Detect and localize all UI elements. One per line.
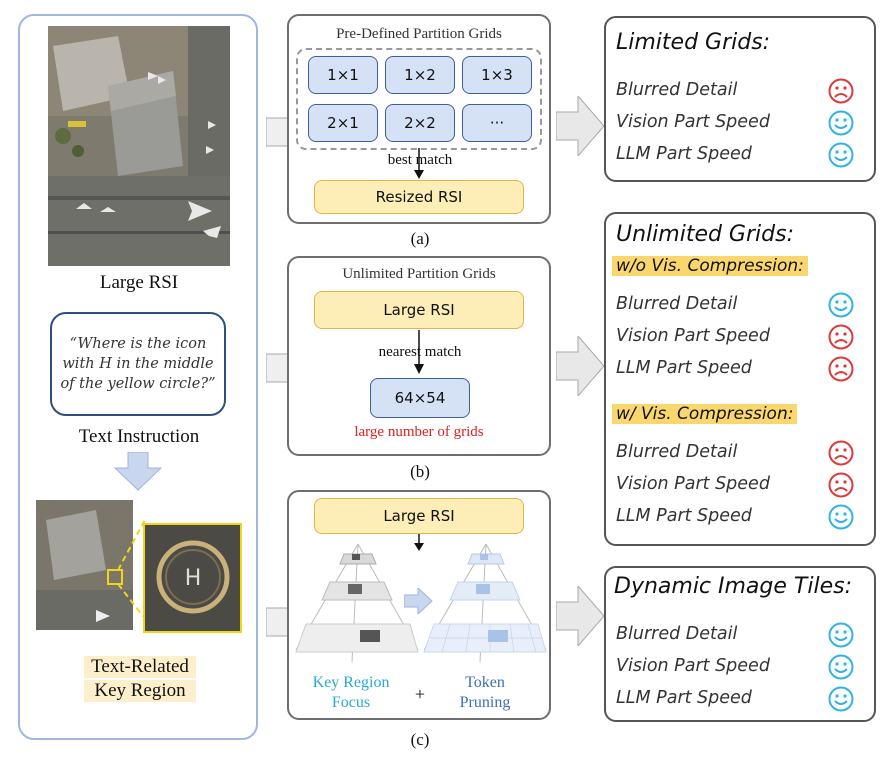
- panel-b-label: (b): [410, 462, 430, 481]
- panel-c-plus: +: [414, 684, 426, 704]
- arrow-to-result-c: [556, 586, 605, 646]
- panel-c-left-caption-line2: Focus: [331, 694, 371, 711]
- large-rsi-image: [48, 26, 230, 266]
- text-instruction-caption: Text Instruction: [78, 426, 200, 447]
- result-a-row-label: LLM Part Speed: [616, 144, 752, 164]
- sad-face-icon: [828, 324, 854, 355]
- panel-c-right-caption-line2: Pruning: [459, 694, 511, 711]
- token-pruning-pyramid: [423, 543, 547, 663]
- panel-c-right-caption-line1: Token: [465, 674, 505, 691]
- happy-face-icon: [828, 142, 854, 173]
- result-b-row-label: Blurred Detail: [616, 294, 738, 314]
- sad-face-icon: [828, 356, 854, 387]
- key-region-pyramid: [295, 543, 419, 663]
- result-c-title: Dynamic Image Tiles:: [614, 574, 852, 599]
- panel-a-match-label: best match: [387, 152, 453, 168]
- happy-face-icon: [828, 622, 854, 653]
- panel-b-match-label: nearest match: [378, 344, 462, 360]
- text-instruction-quote: “Where is the icon with H in the middle …: [50, 312, 226, 416]
- happy-face-icon: [828, 686, 854, 717]
- grid-cell-2x2: 2×2: [385, 104, 455, 142]
- grid-cell-1x2: 1×2: [385, 56, 455, 94]
- grid-cell-more: ···: [462, 104, 532, 142]
- result-b-section1: w/o Vis. Compression:: [612, 256, 808, 276]
- result-b-row-label: LLM Part Speed: [616, 358, 752, 378]
- sad-face-icon: [828, 78, 854, 109]
- result-b-row-label: Vision Part Speed: [616, 474, 770, 494]
- key-region-caption-line2: Key Region: [84, 680, 196, 702]
- svg-text:H: H: [185, 566, 202, 591]
- happy-face-icon: [828, 504, 854, 535]
- panel-c-label: (c): [410, 730, 430, 749]
- result-c-row-label: LLM Part Speed: [616, 688, 752, 708]
- panel-a-down-arrow-icon: [414, 148, 424, 179]
- panel-b-down-arrow-icon: [414, 330, 424, 374]
- result-b-section2: w/ Vis. Compression:: [612, 404, 798, 424]
- result-a-row-label: Vision Part Speed: [616, 112, 770, 132]
- panel-c-input: Large RSI: [314, 498, 524, 534]
- result-a-row-label: Blurred Detail: [616, 80, 738, 100]
- grid-cell-2x1: 2×1: [308, 104, 378, 142]
- panel-a-title: Pre-Defined Partition Grids: [336, 26, 502, 42]
- sad-face-icon: [828, 440, 854, 471]
- result-b-row-label: LLM Part Speed: [616, 506, 752, 526]
- pyramid-transition-arrow-icon: [404, 588, 433, 614]
- grid-cell-1x1: 1×1: [308, 56, 378, 94]
- key-region-overview-image: [36, 500, 133, 630]
- happy-face-icon: [828, 292, 854, 323]
- key-region-zoom-image: H: [143, 523, 242, 633]
- large-rsi-caption: Large RSI: [99, 272, 179, 293]
- sad-face-icon: [828, 472, 854, 503]
- result-b-row-label: Blurred Detail: [616, 442, 738, 462]
- result-a-title: Limited Grids:: [616, 30, 771, 55]
- panel-b-title: Unlimited Partition Grids: [342, 266, 496, 282]
- result-c-row-label: Vision Part Speed: [616, 656, 770, 676]
- arrow-to-result-a: [556, 96, 605, 156]
- panel-c-left-caption-line1: Key Region: [312, 674, 390, 691]
- zoom-connector-lines: [118, 517, 147, 621]
- happy-face-icon: [828, 110, 854, 141]
- panel-b-input: Large RSI: [314, 291, 524, 329]
- result-c-row-label: Blurred Detail: [616, 624, 738, 644]
- arrow-to-result-b: [556, 336, 605, 396]
- result-b-title: Unlimited Grids:: [616, 222, 794, 247]
- panel-a-label: (a): [410, 229, 430, 248]
- panel-b-result: 64×54: [370, 378, 470, 418]
- result-b-row-label: Vision Part Speed: [616, 326, 770, 346]
- key-region-caption-line1: Text-Related: [84, 656, 196, 678]
- down-arrow-icon: [113, 452, 163, 491]
- panel-c-down-arrow-icon: [414, 534, 424, 551]
- grid-cell-1x3: 1×3: [462, 56, 532, 94]
- panel-b-note: large number of grids: [354, 424, 484, 440]
- happy-face-icon: [828, 654, 854, 685]
- panel-a-result: Resized RSI: [314, 180, 524, 214]
